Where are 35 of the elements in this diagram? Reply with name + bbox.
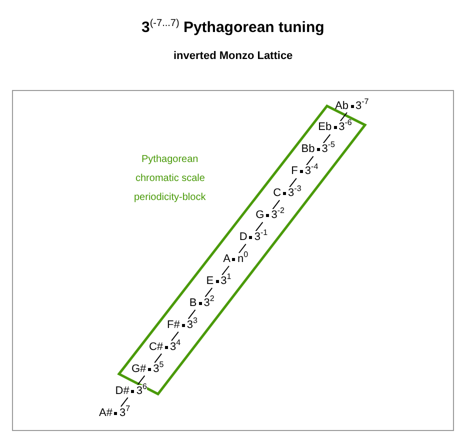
block-label: chromatic scale	[136, 173, 205, 184]
note-label: C#	[148, 340, 164, 354]
note-label: G#	[130, 362, 148, 376]
note-label: D#	[114, 384, 130, 398]
lattice-line	[322, 134, 331, 144]
lattice-line	[255, 222, 264, 232]
note-label: G	[254, 209, 266, 222]
lattice-line	[154, 353, 162, 364]
note-label: D	[238, 231, 248, 244]
note-label: F	[290, 165, 299, 178]
note-label: C	[272, 187, 282, 200]
note-label: A#	[98, 406, 114, 420]
lattice-line	[238, 244, 246, 254]
exponent-label: 3$^{-7}$	[354, 100, 369, 112]
block-label: Pythagorean	[142, 154, 198, 165]
lattice-line	[289, 178, 297, 188]
lattice-line	[306, 156, 314, 166]
lattice-line	[137, 375, 146, 386]
note-label: E	[205, 274, 215, 288]
note-label: A	[222, 253, 232, 266]
lattice-line	[204, 287, 213, 298]
subtitle: inverted Monzo Lattice	[174, 50, 293, 62]
lattice-line	[188, 309, 196, 320]
note-label: Bb	[300, 143, 316, 156]
note-label: Ab	[334, 100, 350, 112]
note-label: Eb	[317, 121, 333, 134]
note-label: F#	[166, 318, 181, 332]
note-label: B	[188, 296, 198, 310]
lattice-line	[272, 200, 280, 210]
title: 3$^{(-7...7)}$ Pythagorean tuning	[142, 18, 324, 36]
lattice-line	[120, 397, 128, 408]
lattice-line	[340, 112, 348, 122]
lattice-line	[222, 266, 230, 276]
lattice-line	[171, 331, 179, 342]
block-label: periodicity-block	[134, 192, 206, 203]
